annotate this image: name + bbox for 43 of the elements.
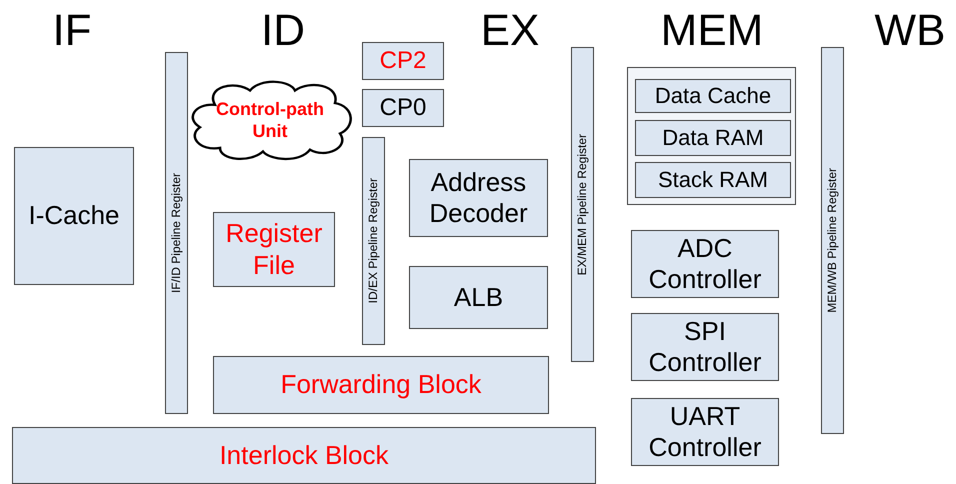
block — [14, 147, 134, 285]
stage-heading: ID — [261, 6, 305, 56]
block — [635, 162, 791, 198]
block — [631, 230, 779, 298]
block — [12, 427, 596, 484]
register-label: IF/ID Pipeline Register — [169, 172, 184, 294]
block — [409, 266, 548, 329]
pipeline-register — [571, 47, 594, 362]
block — [213, 356, 549, 414]
pipeline-register — [821, 47, 844, 434]
pipeline-register — [362, 137, 385, 345]
memory-group-box — [627, 67, 796, 205]
block-label: I-Cache — [28, 200, 120, 232]
block — [409, 159, 548, 237]
block-label: Data RAM — [662, 124, 764, 152]
stage-heading: WB — [874, 6, 946, 56]
register-label: MEM/WB Pipeline Register — [825, 168, 840, 313]
block-label: ALB — [454, 282, 504, 314]
block-label: Stack RAM — [658, 166, 768, 194]
block — [635, 79, 791, 113]
block-label: Control-path Unit — [215, 99, 325, 143]
block — [213, 212, 335, 287]
block — [631, 313, 779, 381]
block-label: ADC Controller — [648, 232, 762, 296]
block-label: CP0 — [380, 94, 426, 122]
block-label: UART Controller — [648, 400, 762, 464]
block-label: Register File — [224, 218, 324, 281]
pipeline-register — [165, 52, 188, 414]
block-label: Interlock Block — [219, 440, 389, 472]
register-label: EX/MEM Pipeline Register — [575, 134, 590, 276]
register-label: ID/EX Pipeline Register — [366, 178, 381, 304]
stage-heading: IF — [52, 6, 92, 56]
block — [631, 398, 779, 466]
block — [362, 42, 444, 80]
stage-heading: EX — [480, 6, 540, 56]
block-label: SPI Controller — [648, 316, 762, 378]
block-label: Data Cache — [654, 82, 772, 110]
block-label: Address Decoder — [428, 166, 529, 230]
block-label: CP2 — [380, 46, 426, 76]
block — [635, 120, 791, 156]
block — [362, 89, 444, 127]
stage-heading: MEM — [660, 6, 764, 56]
block-label: Forwarding Block — [280, 369, 482, 401]
